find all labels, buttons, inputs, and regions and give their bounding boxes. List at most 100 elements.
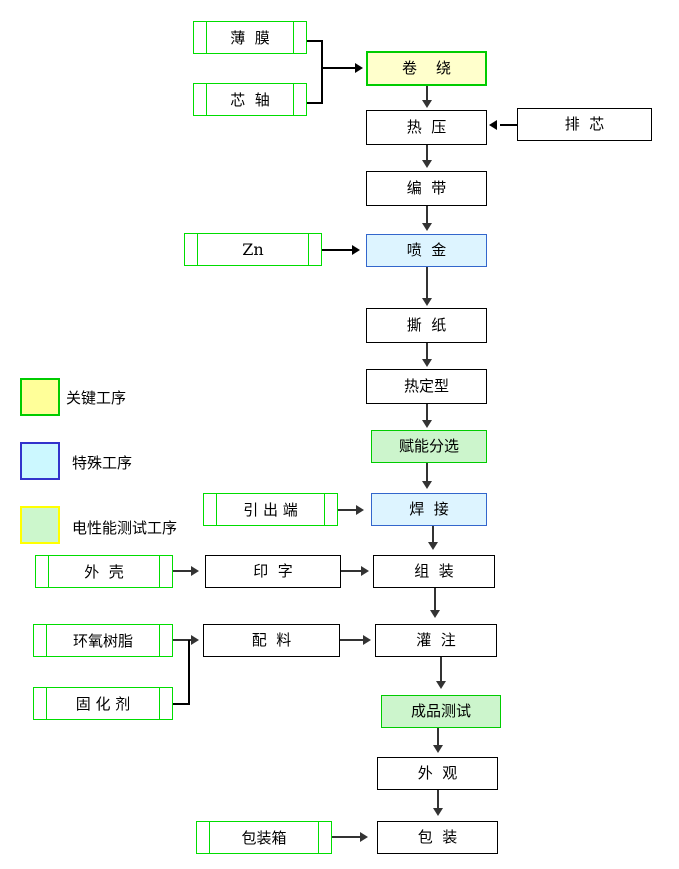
process-node-printing: 印 字 bbox=[205, 555, 341, 588]
connector-appearance-to-packing bbox=[437, 790, 439, 811]
process-label-hotpress: 热 压 bbox=[406, 118, 447, 136]
connector-potting-to-finaltest bbox=[440, 657, 442, 683]
arrowhead-into-potting-left bbox=[363, 635, 371, 645]
process-node-heatset: 热定型 bbox=[366, 369, 487, 404]
arrowhead-into-assembly bbox=[428, 542, 438, 550]
connector-film-to-merge bbox=[307, 40, 323, 42]
connector-finaltest-to-appearance bbox=[437, 728, 439, 747]
material-label-film: 薄 膜 bbox=[230, 29, 270, 47]
connector-assembly-to-potting bbox=[434, 588, 436, 612]
material-node-lead: 引 出 端 bbox=[203, 493, 338, 526]
connector-winding-to-hotpress bbox=[426, 86, 428, 102]
material-label-mandrel: 芯 轴 bbox=[230, 91, 270, 109]
connector-printing-to-assembly bbox=[341, 570, 363, 572]
arrowhead-into-mixing bbox=[191, 635, 199, 645]
process-node-welding: 焊 接 bbox=[371, 493, 487, 526]
material-node-hardener: 固 化 剂 bbox=[33, 687, 173, 720]
process-node-spray: 喷 金 bbox=[366, 234, 487, 267]
legend-label-test-process: 电性能测试工序 bbox=[72, 519, 178, 537]
connector-heatset-to-sorting bbox=[426, 404, 428, 422]
connector-merge-to-winding bbox=[321, 67, 357, 69]
material-label-hardener: 固 化 剂 bbox=[75, 695, 131, 713]
process-label-spray: 喷 金 bbox=[406, 241, 447, 259]
process-label-sorting: 赋能分选 bbox=[398, 437, 459, 455]
material-node-film: 薄 膜 bbox=[193, 21, 307, 54]
process-label-potting: 灌 注 bbox=[416, 631, 456, 649]
arrowhead-into-taping bbox=[422, 160, 432, 168]
connector-sorting-to-welding bbox=[426, 463, 428, 483]
connector-mixing-to-potting bbox=[340, 639, 365, 641]
legend-label-key-process: 关键工序 bbox=[66, 389, 127, 407]
process-label-printing: 印 字 bbox=[253, 562, 293, 580]
process-node-appearance: 外 观 bbox=[377, 757, 498, 790]
connector-sidecore-to-hotpress bbox=[500, 124, 518, 126]
process-label-winding: 卷 绕 bbox=[401, 59, 452, 77]
process-node-potting: 灌 注 bbox=[375, 624, 497, 657]
connector-zn-to-spray bbox=[322, 249, 354, 251]
connector-hardener-vertical bbox=[188, 640, 190, 705]
arrowhead-into-winding bbox=[355, 63, 363, 73]
arrowhead-into-spray bbox=[422, 223, 432, 231]
process-node-assembly: 组 装 bbox=[373, 555, 495, 588]
arrowhead-into-assembly-left bbox=[361, 566, 369, 576]
material-label-case: 外 壳 bbox=[84, 563, 124, 581]
process-node-sorting: 赋能分选 bbox=[371, 430, 487, 463]
arrowhead-into-appearance bbox=[433, 745, 443, 753]
arrowhead-into-heatset bbox=[422, 359, 432, 367]
process-node-sidecore: 排 芯 bbox=[517, 108, 652, 141]
arrowhead-into-welding-left bbox=[356, 505, 364, 515]
connector-merge-vertical bbox=[321, 40, 323, 104]
process-label-taping: 编 带 bbox=[406, 179, 447, 197]
connector-welding-to-assembly bbox=[432, 526, 434, 544]
process-node-packing: 包 装 bbox=[377, 821, 498, 854]
arrowhead-into-tearpaper bbox=[422, 298, 432, 306]
connector-mandrel-to-merge bbox=[307, 102, 323, 104]
material-node-mandrel: 芯 轴 bbox=[193, 83, 307, 116]
connector-spray-to-tearpaper bbox=[426, 267, 428, 300]
process-node-finaltest: 成品测试 bbox=[381, 695, 501, 728]
legend-label-special-process: 特殊工序 bbox=[72, 454, 133, 472]
material-node-zn: Zn bbox=[184, 233, 322, 266]
arrowhead-into-packing-left bbox=[360, 832, 368, 842]
material-node-carton: 包装箱 bbox=[196, 821, 332, 854]
material-label-carton: 包装箱 bbox=[241, 829, 287, 847]
connector-carton-to-packing bbox=[332, 836, 362, 838]
process-label-sidecore: 排 芯 bbox=[564, 115, 605, 133]
arrowhead-into-hotpress bbox=[422, 100, 432, 108]
arrowhead-into-hotpress-left bbox=[489, 120, 497, 130]
process-label-mixing: 配 料 bbox=[251, 631, 292, 649]
process-node-tearpaper: 撕 纸 bbox=[366, 308, 487, 343]
process-label-heatset: 热定型 bbox=[403, 377, 449, 395]
arrowhead-into-potting bbox=[430, 610, 440, 618]
process-node-mixing: 配 料 bbox=[203, 624, 340, 657]
legend-swatch-key-process bbox=[20, 378, 60, 416]
material-node-epoxy: 环氧树脂 bbox=[33, 624, 173, 657]
connector-case-to-printing bbox=[173, 570, 193, 572]
process-label-welding: 焊 接 bbox=[409, 500, 449, 518]
connector-taping-to-spray bbox=[426, 206, 428, 225]
connector-hotpress-to-taping bbox=[426, 145, 428, 162]
connector-epoxy-to-mixing bbox=[173, 639, 193, 641]
process-label-appearance: 外 观 bbox=[417, 764, 458, 782]
process-label-assembly: 组 装 bbox=[414, 562, 454, 580]
material-label-lead: 引 出 端 bbox=[243, 501, 298, 519]
arrowhead-into-printing bbox=[191, 566, 199, 576]
process-label-tearpaper: 撕 纸 bbox=[406, 316, 447, 334]
connector-hardener-right bbox=[173, 703, 190, 705]
material-node-case: 外 壳 bbox=[35, 555, 173, 588]
process-label-finaltest: 成品测试 bbox=[410, 702, 471, 720]
arrowhead-into-packing bbox=[433, 808, 443, 816]
arrowhead-into-sorting bbox=[422, 420, 432, 428]
legend-swatch-test-process bbox=[20, 506, 60, 544]
process-node-taping: 编 带 bbox=[366, 171, 487, 206]
material-label-epoxy: 环氧树脂 bbox=[72, 632, 133, 650]
process-label-packing: 包 装 bbox=[417, 828, 458, 846]
arrowhead-into-spray-left bbox=[352, 245, 360, 255]
process-node-hotpress: 热 压 bbox=[366, 110, 487, 145]
connector-tearpaper-to-heatset bbox=[426, 343, 428, 361]
arrowhead-into-welding bbox=[422, 481, 432, 489]
legend-swatch-special-process bbox=[20, 442, 60, 480]
material-label-zn: Zn bbox=[242, 240, 264, 259]
process-node-winding: 卷 绕 bbox=[366, 51, 487, 86]
